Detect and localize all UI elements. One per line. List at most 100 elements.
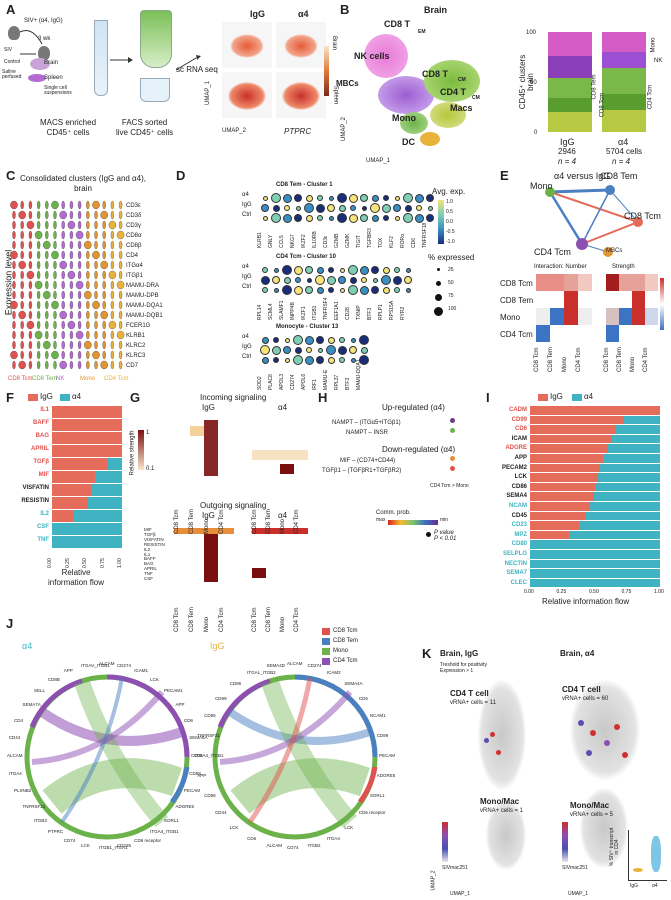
flow-bar-igg bbox=[530, 454, 603, 463]
chord-label: CD99 bbox=[215, 695, 227, 701]
umap1-label: UMAP_1 bbox=[450, 891, 471, 897]
violin-shape bbox=[92, 300, 100, 310]
chord-label: ICAM2 bbox=[326, 670, 341, 676]
gene-label: RPL37 bbox=[334, 374, 340, 390]
violin-shape bbox=[53, 230, 57, 240]
row-label: Ctrl bbox=[242, 354, 252, 360]
chord-label: ITGB1_ITGA1 bbox=[99, 845, 128, 850]
chord-label: CD274 bbox=[116, 662, 131, 668]
x-tick: 0.50 bbox=[82, 558, 88, 568]
violin-shape bbox=[45, 360, 49, 370]
violin-shape bbox=[110, 290, 115, 300]
violin-shape bbox=[20, 200, 24, 210]
dot bbox=[260, 275, 270, 285]
flow-bar bbox=[530, 434, 660, 444]
violin-shape bbox=[45, 310, 49, 320]
violin-shape bbox=[118, 240, 123, 250]
dot bbox=[414, 193, 424, 203]
flow-bar-igg bbox=[52, 458, 107, 470]
chord-label: APP bbox=[63, 668, 73, 673]
bar-label: CD8 Tcm bbox=[599, 92, 606, 118]
chord-label: CD74 bbox=[287, 845, 299, 850]
umap-right bbox=[560, 680, 660, 890]
violin-shape bbox=[69, 310, 74, 320]
violin-shape bbox=[116, 330, 125, 340]
legend-swatch bbox=[322, 628, 330, 635]
section-title: CD8 Tem - Cluster 1 bbox=[276, 182, 333, 188]
chord-label: ALCAM bbox=[7, 753, 23, 758]
pct-tick: 50 bbox=[448, 280, 454, 286]
dot bbox=[359, 265, 369, 275]
dot bbox=[393, 204, 401, 212]
dot bbox=[273, 287, 279, 293]
dot bbox=[414, 213, 424, 223]
dot bbox=[405, 267, 411, 273]
dot bbox=[262, 267, 268, 273]
row-label: ICAM bbox=[511, 435, 527, 442]
violin-shape bbox=[36, 350, 41, 360]
violin-shape bbox=[86, 360, 90, 370]
violin-shape bbox=[75, 230, 84, 240]
chord-label: TNFRSF21 bbox=[22, 804, 46, 810]
gene-label: CD4 bbox=[126, 253, 139, 259]
pvalue-dot bbox=[426, 532, 431, 537]
violin-shape bbox=[69, 200, 74, 210]
violin-shape bbox=[12, 310, 16, 320]
panel-label: F bbox=[6, 390, 14, 405]
dot bbox=[261, 204, 269, 212]
chord-label: PTPRC bbox=[47, 829, 64, 835]
violin-shape bbox=[118, 340, 123, 350]
col-label: CD8 Tem bbox=[266, 509, 272, 534]
violin-shape bbox=[61, 220, 65, 230]
gene-label: CD28 bbox=[345, 307, 351, 320]
bar-igg bbox=[548, 32, 592, 132]
dot bbox=[295, 277, 301, 283]
panel-label: I bbox=[486, 390, 490, 405]
violin-shape bbox=[28, 360, 33, 370]
avg-tick: 1.0 bbox=[446, 199, 453, 205]
chord-label: SORL1 bbox=[164, 818, 179, 824]
scrna-label: sc RNA seq bbox=[176, 65, 218, 74]
flow-bar bbox=[530, 415, 660, 425]
left-label-siv: SIV bbox=[4, 47, 13, 53]
flow-bar-igg bbox=[530, 502, 589, 511]
col-label: CD8 Tcm bbox=[174, 509, 180, 534]
violin-shape bbox=[102, 330, 106, 340]
violin-shape bbox=[53, 320, 57, 330]
avg-tick: 0.5 bbox=[446, 209, 453, 215]
avg-tick: 0.0 bbox=[446, 219, 453, 225]
violin-shape bbox=[45, 220, 49, 230]
row-label: MIF bbox=[38, 472, 49, 478]
chord-label: LCK bbox=[229, 824, 239, 830]
macs-column-icon bbox=[94, 20, 108, 96]
chord-label: CD44 bbox=[215, 810, 227, 816]
violin-shape bbox=[51, 250, 59, 260]
row-label: IgG bbox=[242, 274, 252, 280]
violin-shape bbox=[75, 280, 84, 290]
violin-shape bbox=[26, 320, 35, 330]
panel-e: E α4 versus IgG Mono CD8 Tem CD8 Tcm CD4… bbox=[494, 168, 671, 392]
violin-shape bbox=[53, 330, 57, 340]
dot bbox=[405, 287, 411, 293]
row-label: CD8 Tcm bbox=[500, 279, 533, 288]
dot bbox=[348, 285, 358, 295]
workflow-arrows bbox=[19, 30, 201, 71]
violin-shape bbox=[94, 340, 98, 350]
chord-label: CD28 bbox=[191, 753, 203, 758]
dot bbox=[348, 193, 358, 203]
dot bbox=[305, 194, 313, 202]
umap2-label: UMAP_2 bbox=[341, 116, 348, 142]
dot bbox=[282, 213, 292, 223]
saline-label: Saline perfused bbox=[2, 69, 22, 80]
row-label: BAFF bbox=[33, 420, 49, 426]
chord-igg bbox=[212, 674, 378, 840]
colorbar bbox=[324, 46, 329, 96]
gene-label: IL10RB bbox=[312, 231, 318, 248]
gene-label: PLAC8 bbox=[268, 374, 274, 390]
cd4-left: CD4 T cell bbox=[450, 689, 489, 698]
violin-shape bbox=[77, 270, 82, 280]
gene-label: SOD2 bbox=[257, 376, 263, 390]
flow-bar bbox=[530, 502, 660, 511]
group-n: n = 4 bbox=[558, 157, 577, 166]
flow-bar-igg bbox=[52, 484, 91, 496]
